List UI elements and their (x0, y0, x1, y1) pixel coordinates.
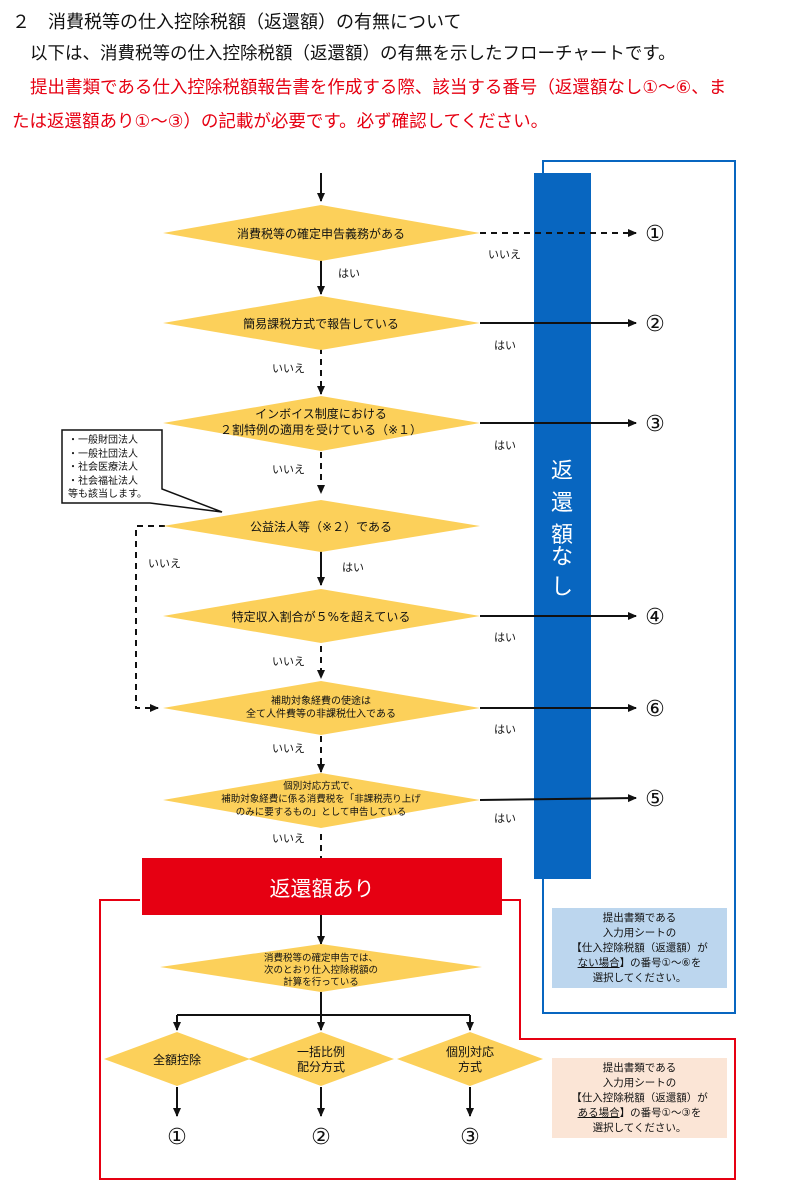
note-no-refund: 提出書類である 入力用シートの 【仕入控除税額（返還額）が ない場合】の番号①～… (552, 911, 727, 986)
note-refund-line-3: 【仕入控除税額（返還額）が (571, 1092, 708, 1104)
note-no-refund-line-3: 【仕入控除税額（返還額）が (571, 942, 708, 954)
result-no-refund-6: ⑥ (645, 697, 665, 722)
note-refund-line-4b: 】の番号①～③を (619, 1107, 702, 1119)
no-refund-label: 返 還 額 な し (551, 459, 573, 600)
q2-label: 簡易課税方式で報告している (243, 316, 399, 331)
m2-label-1: 一括比例 (297, 1044, 345, 1059)
q1-yes-label: はい (338, 267, 360, 280)
refund-banner-label: 返還額あり (270, 877, 375, 901)
note-refund-line-2: 入力用シートの (602, 1077, 677, 1089)
q4-no-label: いいえ (148, 557, 181, 570)
result-refund-3: ③ (460, 1125, 480, 1150)
callout-footer: 等も該当します。 (68, 489, 147, 500)
q1-label: 消費税等の確定申告義務がある (237, 226, 405, 241)
q8-label-3: 計算を行っている (283, 976, 359, 988)
q8-label-2: 次のとおり仕入控除税額の (264, 964, 378, 976)
q4-diamond (163, 500, 480, 552)
note-no-refund-line-1: 提出書類である (602, 912, 677, 924)
no-refund-char-5: し (551, 575, 573, 600)
result-no-refund-5: ⑤ (645, 787, 665, 812)
note-refund-line-5: 選択してください。 (592, 1122, 687, 1134)
q5-no-label: いいえ (272, 655, 305, 668)
q7-no-label: いいえ (272, 832, 305, 845)
no-refund-band (534, 173, 591, 879)
q4-label: 公益法人等（※２）である (250, 520, 392, 534)
q6-diamond (163, 681, 480, 735)
result-no-refund-2: ② (645, 312, 665, 337)
q5-yes-label: はい (494, 631, 516, 644)
note-no-refund-line-4: ない場合】の番号①～⑥を (552, 956, 727, 971)
result-refund-1: ① (167, 1125, 187, 1150)
note-refund-line-1: 提出書類である (602, 1062, 677, 1074)
q1-no-label: いいえ (488, 248, 521, 261)
result-refund-2: ② (311, 1125, 331, 1150)
q7-label-1: 個別対応方式で、 (283, 780, 359, 792)
q8-diamond (160, 944, 482, 992)
notice-line-1: 提出書類である仕入控除税額報告書を作成する際、該当する番号（返還額なし①～⑥、ま (30, 78, 727, 98)
note-no-refund-emphasis: ない場合 (577, 957, 620, 969)
q2-yes-label: はい (494, 339, 516, 352)
q4-no-arrow (135, 525, 165, 712)
intro-text: 以下は、消費税等の仕入控除税額（返還額）の有無を示したフローチャートです。 (30, 44, 676, 64)
q7-label-2: 補助対象経費に係る消費税を「非課税売り上げ (221, 793, 421, 805)
notice-line-2: たは返還額あり①～③）の記載が必要です。必ず確認してください。 (12, 112, 549, 132)
callout-item-1: ・一般財団法人 (68, 435, 138, 446)
q6-label-1: 補助対象経費の使途は (271, 694, 371, 707)
note-refund-emphasis: ある場合 (577, 1107, 620, 1119)
q2-no-label: いいえ (272, 362, 305, 375)
no-refund-char-1: 返 (551, 459, 573, 484)
result-no-refund-3: ③ (645, 412, 665, 437)
refund-frame (99, 899, 736, 1180)
m3-label-2: 方式 (458, 1059, 482, 1074)
note-no-refund-line-4b: 】の番号①～⑥を (619, 957, 702, 969)
m1-diamond (104, 1032, 250, 1086)
q6-label-2: 全て人件費等の非課税仕入である (246, 707, 396, 720)
no-refund-char-4: な (551, 545, 573, 570)
callout-box (61, 429, 223, 513)
result-no-refund-1: ① (645, 222, 665, 247)
m3-label-1: 個別対応 (446, 1045, 494, 1059)
callout-item-2: ・一般社団法人 (68, 448, 138, 460)
note-refund: 提出書類である 入力用シートの 【仕入控除税額（返還額）が ある場合】の番号①～… (552, 1061, 727, 1136)
q7-label-3: のみに要するもの」として申告している (236, 806, 406, 818)
refund-banner (142, 858, 502, 915)
callout-text: ・一般財団法人 ・一般社団法人 ・社会医療法人 ・社会福祉法人 等も該当します。 (68, 434, 147, 502)
note-no-refund-line-2: 入力用シートの (602, 927, 677, 939)
callout-item-3: ・社会医療法人 (68, 462, 138, 473)
q1-diamond (163, 205, 480, 261)
result-no-refund-4: ④ (645, 605, 665, 630)
m3-diamond (397, 1032, 543, 1086)
m2-label-2: 配分方式 (297, 1059, 345, 1074)
q3-yes-label: はい (494, 439, 516, 452)
q8-label-1: 消費税等の確定申告では、 (264, 952, 378, 964)
q6-yes-label: はい (494, 723, 516, 736)
q3-diamond (163, 396, 480, 451)
note-no-refund-line-5: 選択してください。 (592, 972, 687, 984)
note-refund-box (552, 1058, 727, 1138)
q3-no-label: いいえ (272, 463, 305, 476)
m2-diamond (248, 1032, 394, 1086)
q7-yes-label: はい (494, 812, 516, 825)
q2-diamond (163, 296, 480, 350)
m1-label: 全額控除 (153, 1052, 201, 1067)
q7-diamond (163, 773, 480, 828)
q4-yes-label: はい (342, 561, 364, 574)
q6-no-label: いいえ (272, 742, 305, 755)
no-refund-char-2: 還 (551, 491, 573, 516)
section-heading: ２ 消費税等の仕入控除税額（返還額）の有無について (12, 12, 462, 33)
callout-item-4: ・社会福祉法人 (68, 475, 138, 487)
note-refund-line-4: ある場合】の番号①～③を (552, 1106, 727, 1121)
q7-yes-arrow (479, 794, 637, 803)
q3-label-2: ２割特例の適用を受けている（※１） (220, 422, 422, 437)
q5-label: 特定収入割合が５%を超えている (232, 609, 411, 624)
no-refund-char-3: 額 (551, 523, 573, 548)
q5-diamond (163, 589, 480, 643)
q3-label-1: インボイス制度における (255, 406, 387, 421)
note-no-refund-box (552, 908, 727, 988)
